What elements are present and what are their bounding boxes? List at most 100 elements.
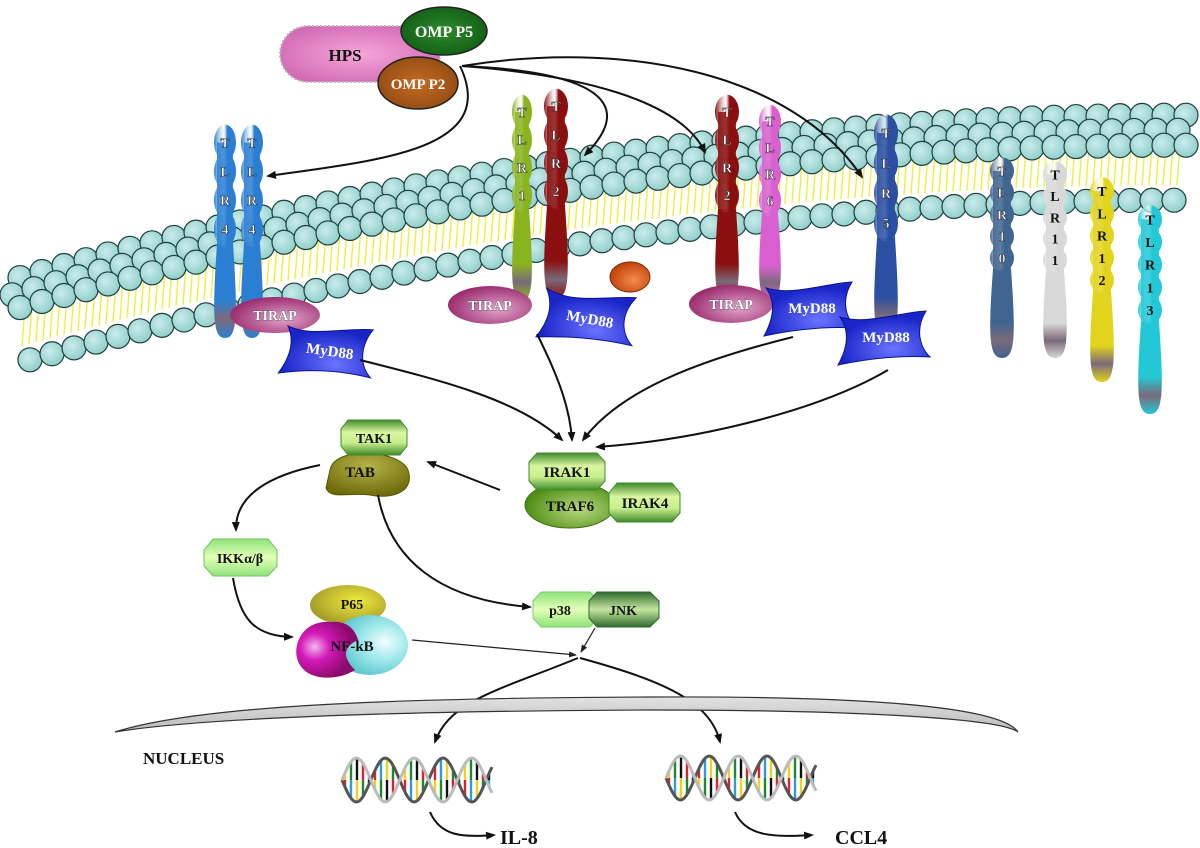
p38: p38 [532, 591, 599, 628]
receptor-label-char: R [1097, 230, 1108, 245]
irak4: IRAK4 [608, 482, 681, 523]
arrow-to-il8 [429, 811, 496, 840]
arrow-to-ccl4 [734, 811, 814, 840]
receptor-label-char: 1 [999, 230, 1006, 245]
receptor-label-char: T [220, 136, 230, 151]
receptor-label-char: L [881, 157, 890, 172]
myd88-tlr6: MyD88 [763, 281, 858, 337]
arrow-to-tlr4 [266, 65, 469, 179]
arrow-to-tlr2-tlr6 [461, 65, 706, 154]
receptor-label-char: R [765, 168, 776, 183]
dna-strand [664, 754, 818, 802]
tab: TAB [325, 452, 410, 497]
traf6: TRAF6 [524, 481, 616, 529]
receptor-label-char: R [551, 157, 562, 172]
receptor-label-char: T [517, 106, 527, 121]
myd88-tlr2: MyD88 [534, 286, 638, 347]
receptor-label-char: T [247, 136, 257, 151]
jnk-label: JNK [609, 604, 637, 619]
arrow-myd88-to-irak-3 [581, 336, 794, 442]
myd88-tlr5: MyD88 [837, 310, 932, 366]
arrow-to-tlr1-tlr2 [461, 65, 609, 157]
receptor-label-char: R [220, 194, 231, 209]
receptor-label-char: T [1050, 169, 1060, 184]
cell-membrane [0, 102, 1199, 373]
p38-label: p38 [549, 604, 571, 619]
receptor-label-char: 2 [1099, 274, 1106, 289]
omp-p5: OMP P5 [400, 6, 488, 56]
receptor-tlr4a: TLR 4 [214, 124, 236, 338]
hps-label: HPS [328, 46, 361, 65]
ccl4-label: CCL4 [835, 827, 887, 848]
myd88-tlr4: MyD88 [277, 324, 375, 379]
myd88-label: MyD88 [862, 330, 910, 346]
receptor-label-char: 4 [222, 223, 229, 238]
arrow-myd88-to-irak-1 [359, 359, 564, 442]
tirap-label: TIRAP [253, 309, 297, 324]
dna-strand [340, 756, 494, 804]
arrow-to-ccl4-gene [579, 657, 723, 744]
traf6-label: TRAF6 [546, 499, 595, 515]
omp-p2-label: OMP P2 [391, 77, 446, 93]
receptor-label-char: L [517, 134, 526, 149]
ikk-alpha-beta: IKKα/β [203, 538, 278, 577]
p65-label: P65 [341, 598, 364, 613]
receptor-label-char: 1 [1052, 254, 1059, 269]
receptor-label-char: 2 [724, 189, 731, 204]
nf-kb: NF-kB [296, 615, 408, 678]
receptor-label-char: L [551, 128, 560, 143]
receptor-label-char: T [765, 115, 775, 130]
receptor-label-char: 2 [553, 185, 560, 200]
irak1: IRAK1 [528, 452, 606, 491]
receptor-label-char: 5 [883, 217, 890, 232]
receptor-label-char: T [1145, 213, 1155, 228]
receptor-label-char: R [881, 187, 892, 202]
irak4-label: IRAK4 [622, 496, 669, 512]
nuclear-envelope [114, 696, 1019, 733]
dna-helix-ccl4 [664, 754, 818, 802]
tak1-label: TAK1 [356, 432, 392, 447]
omp-p2: OMP P2 [377, 56, 459, 110]
receptor-label-char: 4 [249, 223, 256, 238]
jnk: JNK [588, 591, 660, 628]
nfkb-label: NF-kB [330, 639, 373, 655]
receptor-label-char: 0 [999, 252, 1006, 267]
receptor-label-char: L [1145, 236, 1154, 251]
receptor-label-char: L [1050, 190, 1059, 205]
arrow-myd88-to-irak-4 [595, 369, 889, 451]
receptor-label-char: R [247, 194, 258, 209]
receptor-label-char: T [997, 165, 1007, 180]
arrow-ikk-to-nfkb [232, 577, 294, 641]
receptor-label-char: T [722, 106, 732, 121]
receptor-label-char: L [765, 142, 774, 157]
receptor-label-char: 3 [1147, 304, 1154, 319]
receptor-tlr11: TLR 1 1 [1043, 161, 1067, 358]
receptor-tlr13: TLR 1 3 [1138, 205, 1162, 414]
receptor-label-char: L [997, 187, 1006, 202]
receptor-label-char: 1 [519, 189, 526, 204]
receptor-label-char: T [551, 100, 561, 115]
tirap-tlr2-tlr6: TIRAP [689, 285, 773, 323]
dna-helix-il8 [340, 756, 494, 804]
arrow-to-il8-gene [433, 657, 579, 744]
receptor-label-char: R [1145, 259, 1156, 274]
receptor-label-char: 1 [1147, 281, 1154, 296]
tirap-tlr4: TIRAP [230, 297, 320, 333]
receptor-label-char: 1 [1052, 233, 1059, 248]
tak1: TAK1 [340, 419, 408, 456]
receptor-label-char: R [1050, 211, 1061, 226]
receptor-tlr2a: TLR 2 [544, 88, 568, 298]
dna-strand [664, 754, 818, 802]
receptor-label-char: L [220, 165, 229, 180]
orange-protein [609, 261, 651, 293]
tlr-receptors: TLR4TLR4TLR1TLR2TLR2TLR6TLR5TLR10TLR11TL… [214, 88, 1162, 414]
myd88-label: MyD88 [788, 301, 836, 317]
receptor-label-char: R [722, 161, 733, 176]
arrow-tab-to-ikk [231, 464, 321, 532]
receptor-label-char: R [997, 208, 1008, 223]
